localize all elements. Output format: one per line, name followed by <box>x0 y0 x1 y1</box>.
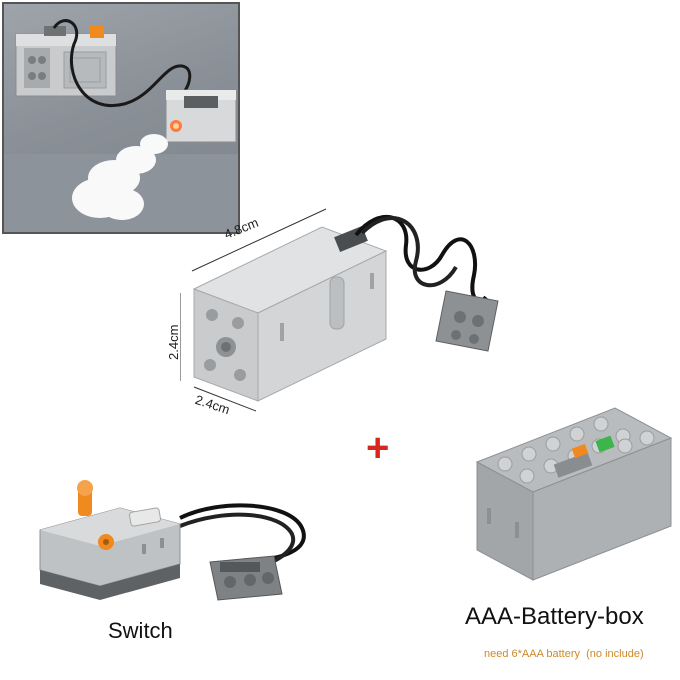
battery-box-label: AAA-Battery-box <box>465 603 644 630</box>
switch-plug <box>209 555 283 601</box>
height-dimension-label: 2.4cm <box>166 324 181 360</box>
inset-photo <box>2 2 240 234</box>
cable-plug <box>435 290 499 352</box>
battery-requirement-note: need 6*AAA battery (no include) <box>484 648 644 660</box>
smoke-generator-product <box>180 208 499 412</box>
smoke-plume <box>72 134 168 220</box>
inset-battery-box <box>15 26 117 97</box>
smoke-demo-illustration <box>4 19 238 232</box>
switch-label: Switch <box>108 618 173 643</box>
inset-smoke-unit <box>165 89 237 143</box>
plus-symbol: + <box>366 426 390 470</box>
battery-box-product <box>475 407 673 581</box>
switch-product <box>39 480 306 601</box>
